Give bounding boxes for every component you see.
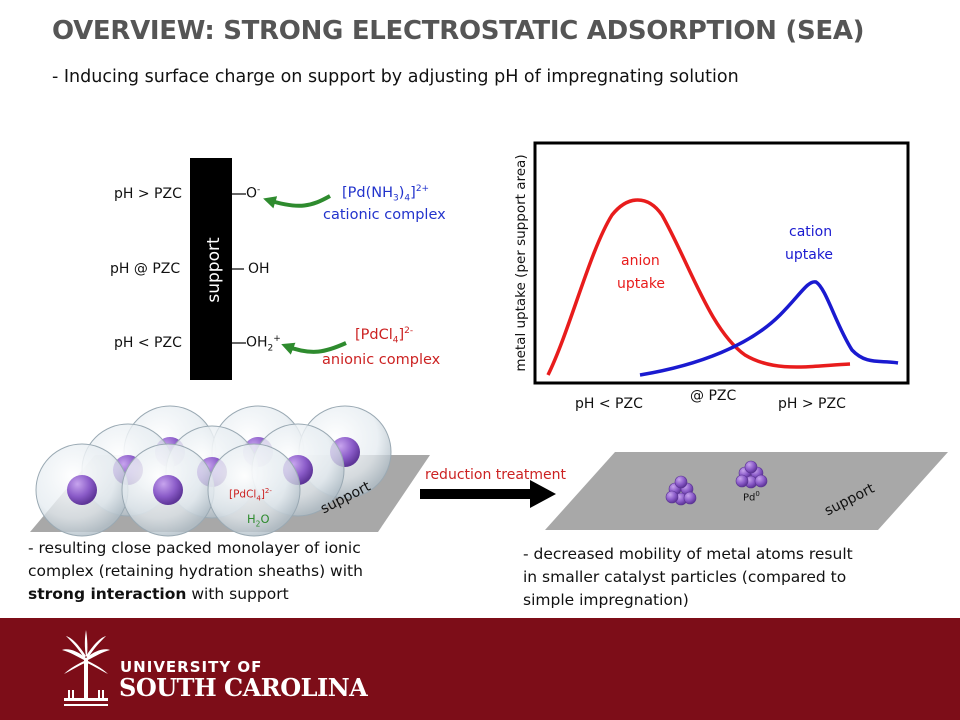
support-plane-right <box>545 452 948 530</box>
x-tick-above-pzc: pH > PZC <box>778 396 846 412</box>
support-bar-label: support <box>204 237 224 303</box>
chart-y-axis-label: metal uptake (per support area) <box>513 154 529 371</box>
slide-subtitle: - Inducing surface charge on support by … <box>52 67 739 87</box>
surface-group-o-minus: O- <box>246 185 261 202</box>
anion-uptake-curve <box>546 198 851 376</box>
anion-uptake-label-line2: uptake <box>617 276 666 292</box>
anion-uptake-label-line1: anion <box>621 253 660 269</box>
footer-south-carolina: SOUTH CAROLINA <box>119 673 368 702</box>
monolayer-description: - resulting close packed monolayer of io… <box>28 539 363 603</box>
pd-nanoparticle-1 <box>665 475 697 506</box>
cation-adsorption-arrow <box>263 194 331 209</box>
cationic-complex-label: cationic complex <box>323 207 446 223</box>
anionic-complex-formula: [PdCl4]2- <box>355 326 414 346</box>
support-bar <box>190 158 232 380</box>
surface-group-oh2-plus: OH2+ <box>246 334 281 354</box>
cation-uptake-label-line2: uptake <box>785 247 834 263</box>
water-sheath-label: H2O <box>247 512 270 529</box>
reduction-description: - decreased mobility of metal atoms resu… <box>523 545 853 609</box>
ph-above-pzc-label: pH > PZC <box>114 186 182 202</box>
ph-below-pzc-label: pH < PZC <box>114 335 182 351</box>
cationic-complex-formula: [Pd(NH3)4]2+ <box>342 184 430 204</box>
surface-group-oh: OH <box>248 261 270 277</box>
anionic-complex-label: anionic complex <box>322 352 441 368</box>
reduction-arrow-head <box>530 480 556 508</box>
pdcl4-complex-label: [PdCl4]2- <box>229 487 272 503</box>
slide-title: OVERVIEW: STRONG ELECTROSTATIC ADSORPTIO… <box>52 16 865 46</box>
reduction-treatment-label: reduction treatment <box>425 467 567 483</box>
anion-adsorption-arrow <box>281 341 347 355</box>
pd0-label: Pd0 <box>743 490 760 504</box>
reduction-arrow-shaft <box>420 489 532 499</box>
cation-uptake-curve <box>639 280 899 377</box>
university-footer: UNIVERSITY OF SOUTH CAROLINA <box>0 618 960 720</box>
cation-uptake-label-line1: cation <box>789 224 833 240</box>
footer-university-of: UNIVERSITY OF <box>120 658 263 676</box>
x-tick-at-pzc: @ PZC <box>690 388 737 404</box>
x-tick-below-pzc: pH < PZC <box>575 396 643 412</box>
palmetto-logo-icon <box>62 630 110 706</box>
hydrated-complexes <box>35 405 392 537</box>
chart-frame <box>533 141 910 385</box>
ph-at-pzc-label: pH @ PZC <box>110 261 181 277</box>
pd-nanoparticle-2 <box>735 460 768 489</box>
